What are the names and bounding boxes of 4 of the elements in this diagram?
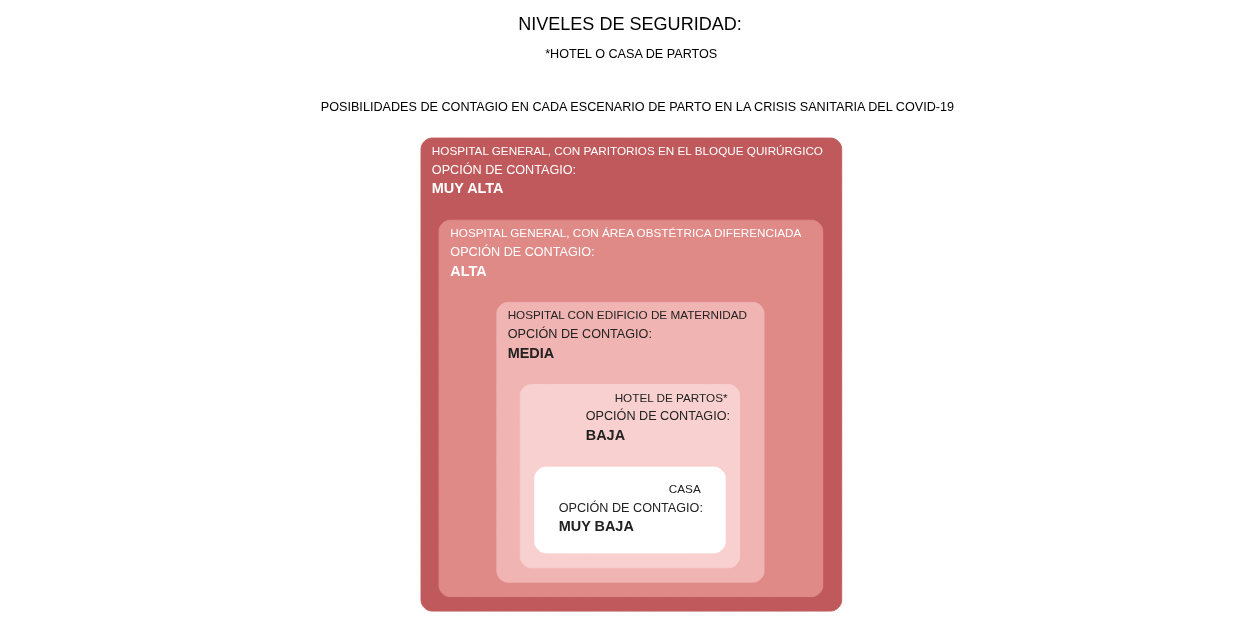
label: *HOTEL O CASA DE PARTOS xyxy=(545,47,718,62)
label: POSIBILIDADES DE CONTAGIO EN CADA ESCENARIO DE PARTO EN LA CRISIS SANITARIA DEL COVID-19 xyxy=(320,99,955,114)
node-box: CASA OPCIÓN DE CONTAGIO: MUY BAJA xyxy=(534,466,726,554)
diagram-title: NIVELES DE SEGURIDAD: xyxy=(518,13,742,34)
